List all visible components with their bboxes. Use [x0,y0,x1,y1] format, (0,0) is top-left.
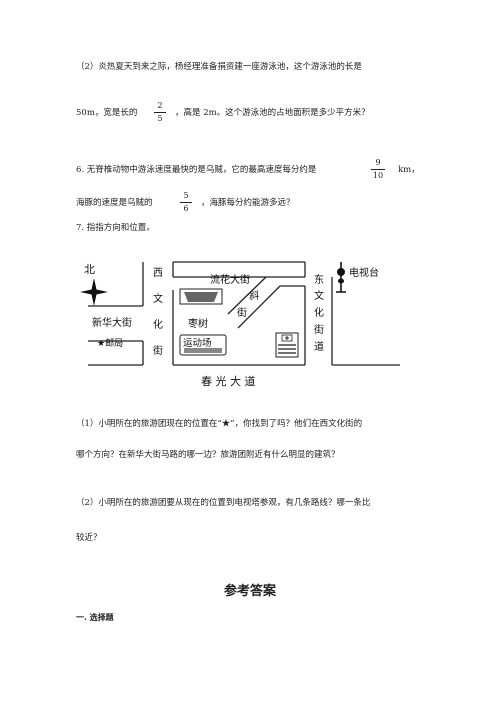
stadium-icon [179,334,227,356]
q6-frac2-den: 6 [183,204,189,213]
q2-line2a: 50m，宽是长的 [76,108,138,118]
map-chunguang-label: 春 光 大 道 [201,374,256,388]
map-zaoshu-label: 枣树 [188,317,208,330]
q7-p1-line1: （1）小明所在的旅游团现在的位置在“★”，你找到了吗？他们在西文化街的 [76,419,363,429]
answers-title: 参考答案 [223,584,276,599]
q7-p2-line1: （2）小明所在的旅游团要从现在的位置到电视塔参观，有几条路线？哪一条比 [76,498,371,508]
q2-frac-num: 2 [157,101,163,110]
q6-frac1-num: 9 [375,158,381,167]
map-xiwen-2: 文 [153,292,163,305]
q2-frac-den: 5 [157,114,163,123]
answers-section: 一. 选择题 [76,612,114,622]
q6-fraction2: 5 6 [180,191,192,214]
q6-fraction1: 9 10 [371,158,385,181]
map-xie-1: 斜 [249,289,259,302]
building-icon [179,288,223,305]
map-xie-2: 街 [237,306,247,319]
map-dongwen-5: 道 [314,340,324,353]
q6-frac1-den: 10 [372,171,384,180]
map-yundong-label: 运动场 [183,338,212,349]
map-xiwen-1: 西 [153,268,163,279]
q6-line1b: km， [398,165,420,175]
q7-p2-line2: 较近？ [76,533,102,543]
map-tv-label: 电视台 [349,266,379,279]
map-post-label: ★邮局 [97,337,123,349]
map-dongwen-3: 化 [314,306,324,319]
q6-line2b: ，海豚每分约能游多远？ [201,198,295,208]
map-xiwen-4: 街 [153,344,163,357]
tv-tower-icon [336,262,346,293]
map-dongwen-1: 东 [314,273,324,286]
q2-line2b: ，高是 2m。这个游泳池的占地面积是多少平方米？ [175,108,370,118]
q2-line1: （2）炎热夏天到来之际，杨经理准备捐资建一座游泳池，这个游泳池的长是 [76,62,362,72]
q6-frac2-num: 5 [183,191,189,200]
q7-title: 7. 指指方向和位置。 [76,223,155,233]
map-dongwen-2: 文 [314,289,324,302]
q7-p1-line2: 哪个方向？在新华大街马路的哪一边？旅游团附近有什么明显的建筑？ [76,450,340,460]
map-xiwen-3: 化 [153,318,163,331]
map-xinhua-label: 新华大街 [92,316,132,329]
q6-line1a: 6. 无脊椎动物中游泳速度最快的是乌贼，它的最高速度每分约是 [76,165,317,175]
compass-icon [80,278,108,306]
map-dongwen-4: 街 [314,323,324,336]
map-north-label: 北 [84,263,95,276]
q6-line2a: 海豚的速度是乌贼的 [76,198,153,208]
hospital-icon [275,332,299,358]
q2-fraction: 2 5 [154,101,166,124]
map-liuhua-label: 流花大街 [210,273,250,286]
